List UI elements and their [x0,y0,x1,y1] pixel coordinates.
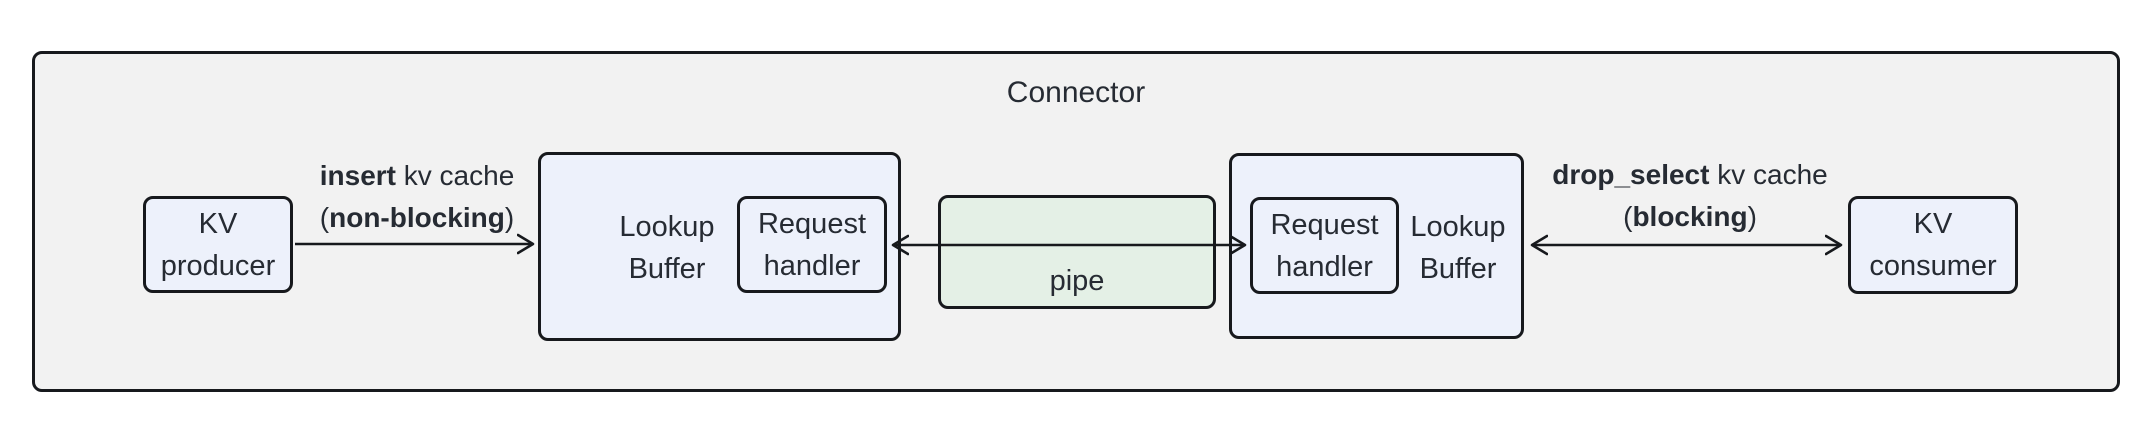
pipe-label: pipe [1049,265,1105,297]
edge-label-insert: insert kv cache (non-blocking) [237,155,597,239]
connector-title: Connector [1006,76,1146,109]
edge-label-insert-line2: (non-blocking) [319,202,515,233]
lookup-buffer-left-node: Lookup Buffer Request handler [538,152,901,341]
pipe-node: pipe [938,195,1216,309]
kv-consumer-node: KV consumer [1848,196,2018,294]
kv-consumer-label: KV consumer [1869,208,1997,282]
edge-label-drop-select-line1: drop_select kv cache [1552,159,1828,190]
request-handler-right-label: Request handler [1270,208,1379,283]
lookup-buffer-right-node: Request handler Lookup Buffer [1229,153,1524,339]
request-handler-right-node: Request handler [1250,197,1399,294]
edge-label-drop-select: drop_select kv cache (blocking) [1500,154,1880,238]
edge-label-insert-line1: insert kv cache [319,160,515,191]
kv-producer-label: KV producer [160,207,276,282]
lookup-buffer-right-label: Lookup Buffer [1410,211,1506,285]
request-handler-left-label: Request handler [757,207,866,282]
lookup-buffer-left-label: Lookup Buffer [619,211,715,285]
kv-producer-node: KV producer [143,196,293,293]
edge-label-drop-select-line2: (blocking) [1623,201,1757,232]
request-handler-left-node: Request handler [737,196,887,293]
